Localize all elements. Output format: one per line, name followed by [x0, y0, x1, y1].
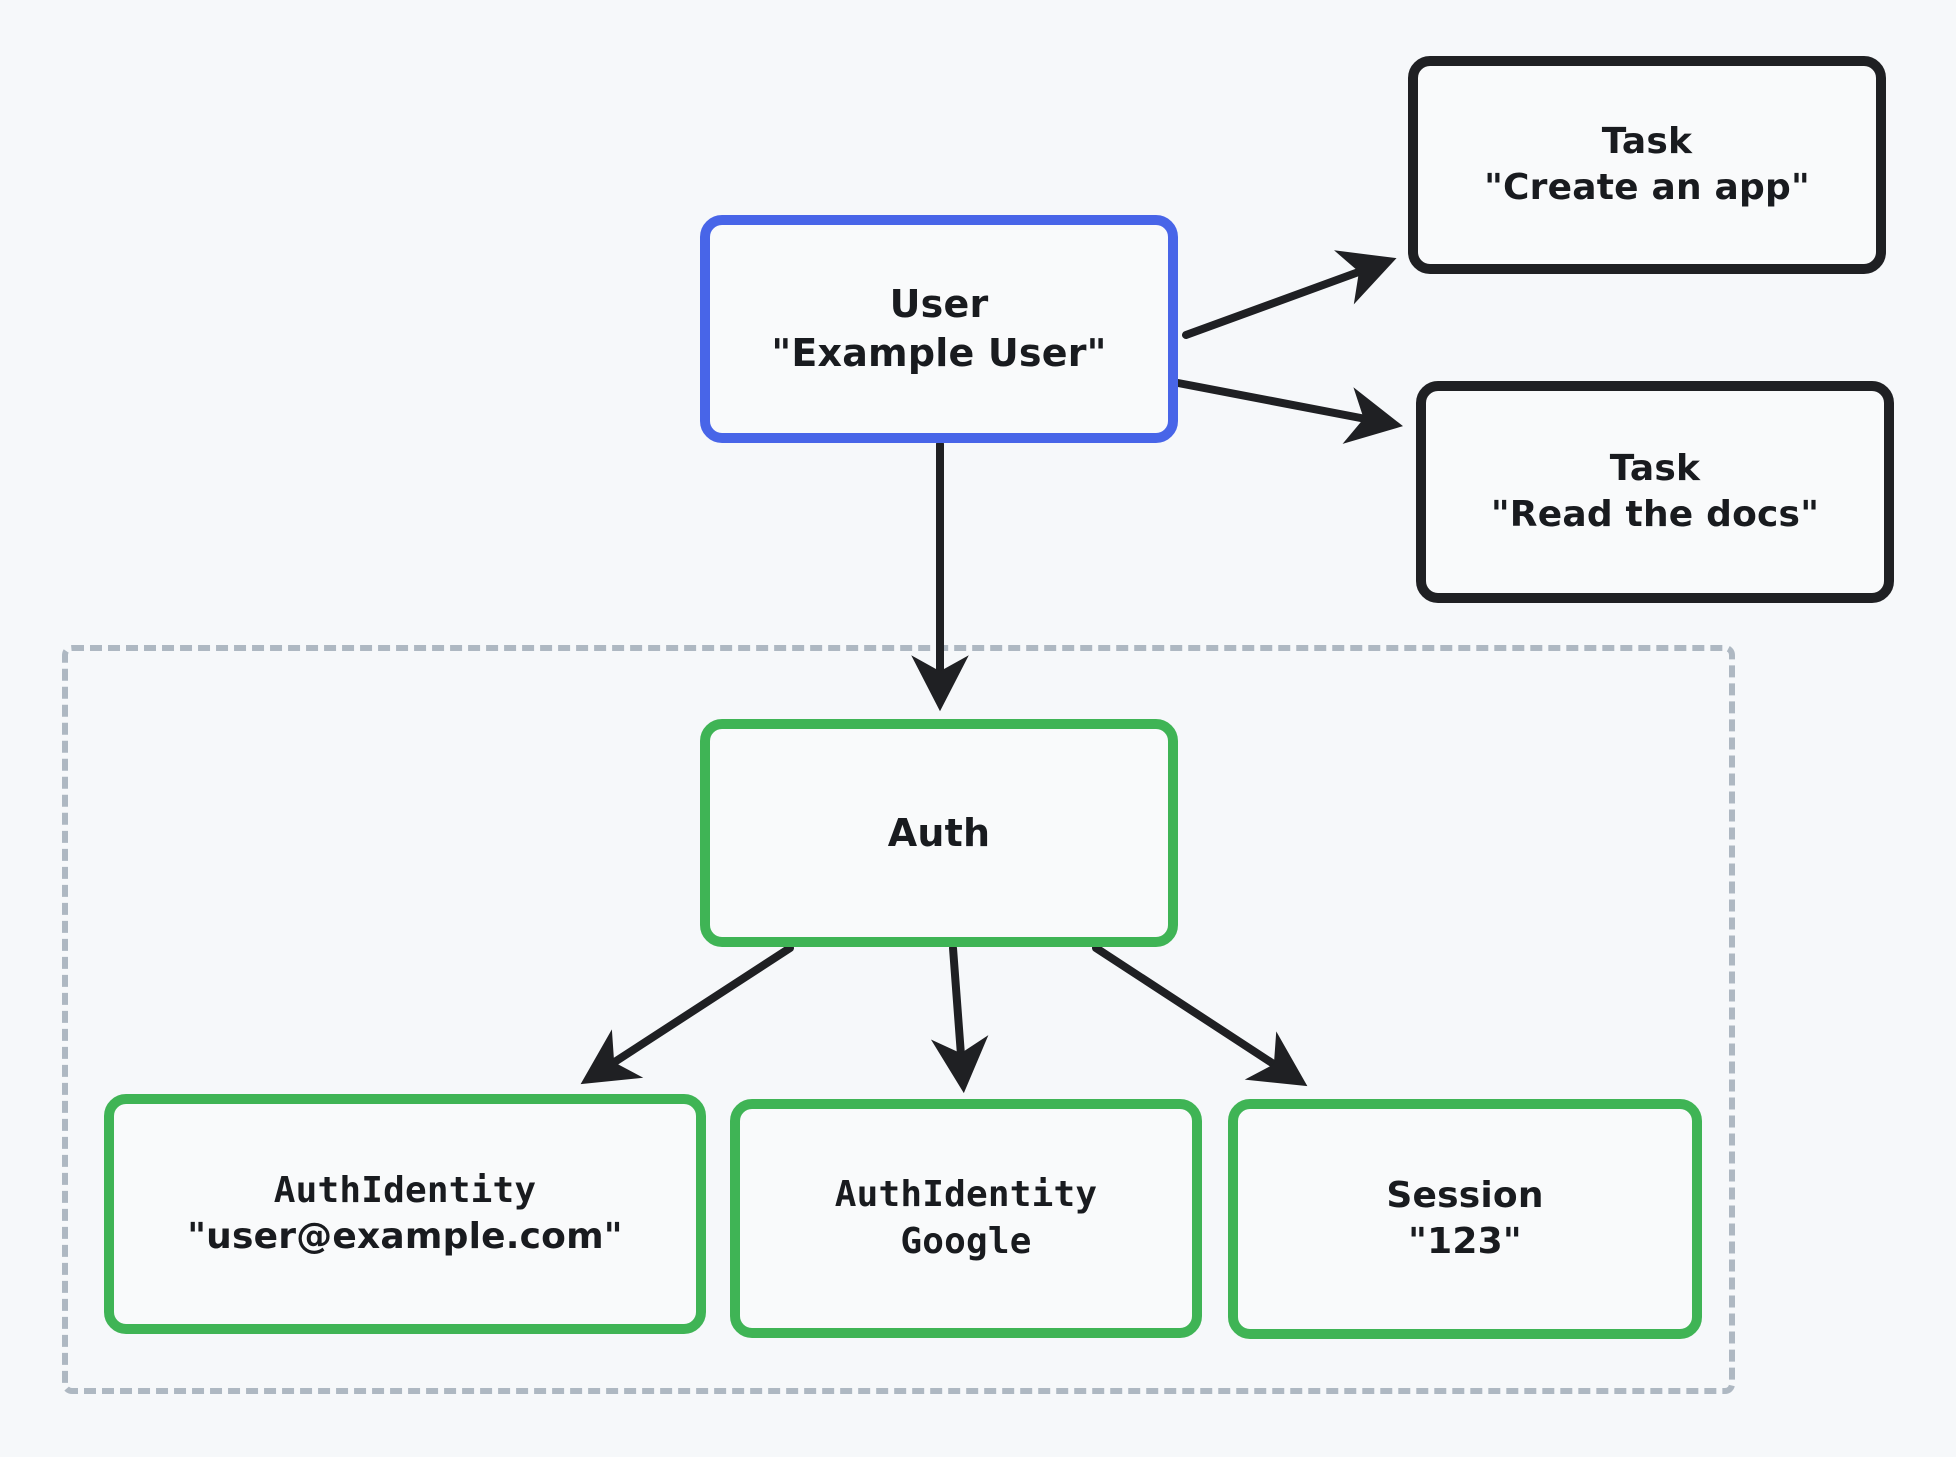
node-task-read-value: "Read the docs": [1490, 494, 1820, 535]
node-session-type: Session: [1386, 1174, 1544, 1216]
node-auth[interactable]: Auth: [700, 719, 1178, 947]
edge-user-to-task-create: [1182, 250, 1397, 339]
node-session-value: "123": [1408, 1221, 1522, 1262]
node-task-create-value: "Create an app": [1484, 167, 1810, 208]
node-authidentity-google[interactable]: AuthIdentity Google: [730, 1099, 1202, 1338]
node-user-value: "Example User": [771, 331, 1107, 375]
node-identity-email-type: AuthIdentity: [273, 1169, 537, 1211]
node-identity-email-value: "user@example.com": [187, 1216, 623, 1257]
node-session[interactable]: Session "123": [1228, 1099, 1702, 1339]
node-user-type: User: [889, 282, 989, 327]
edge-user-to-task-read: [1174, 379, 1403, 444]
node-task-read-type: Task: [1609, 447, 1701, 489]
node-auth-type: Auth: [887, 810, 991, 855]
node-user[interactable]: User "Example User": [700, 215, 1178, 443]
node-task-create-an-app[interactable]: Task "Create an app": [1408, 56, 1886, 274]
node-authidentity-email[interactable]: AuthIdentity "user@example.com": [104, 1094, 706, 1334]
auth-group-container: [62, 645, 1735, 1394]
node-identity-google-type: AuthIdentity: [834, 1174, 1098, 1216]
node-identity-google-value: Google: [900, 1220, 1032, 1262]
node-task-create-type: Task: [1601, 120, 1693, 162]
node-task-read-the-docs[interactable]: Task "Read the docs": [1416, 381, 1894, 603]
